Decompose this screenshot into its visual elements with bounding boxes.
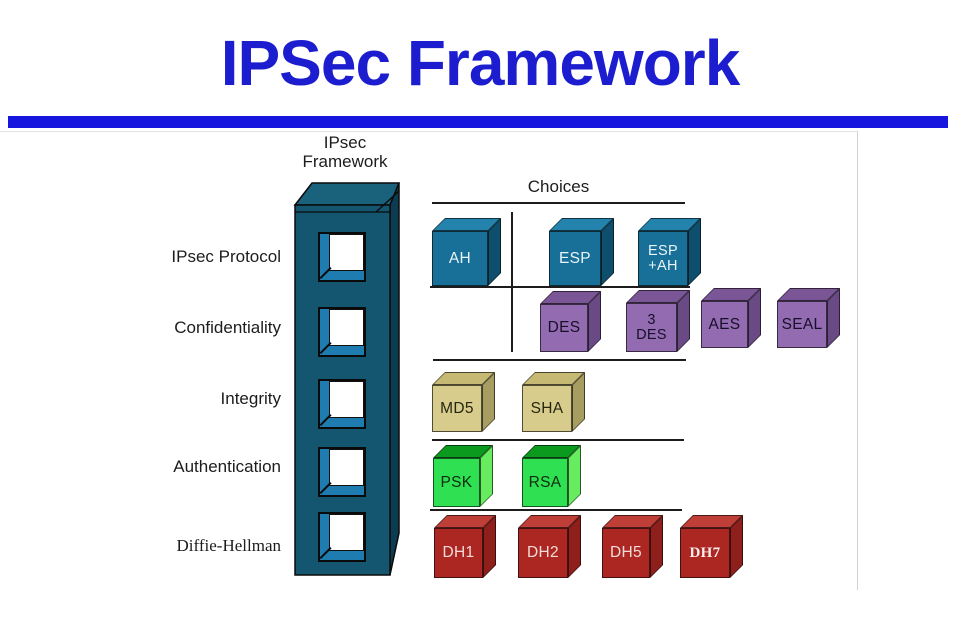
cube-des: DES — [540, 291, 601, 352]
cube-label: DES — [636, 326, 667, 343]
slot-hole — [329, 449, 364, 486]
figure-top-edge — [0, 131, 857, 132]
cube-front-face: MD5 — [432, 385, 482, 432]
row-label-ipsec-protocol: IPsec Protocol — [171, 247, 281, 266]
cube-side-face — [480, 445, 493, 507]
cube-label: +AH — [648, 257, 678, 274]
cube-front-face: ESP — [549, 231, 601, 286]
tower-slot-ipsec-protocol — [318, 232, 366, 282]
cube-front-face: DH7 — [680, 528, 730, 578]
cube-label: MD5 — [440, 399, 474, 417]
cube-front-face: PSK — [433, 458, 480, 507]
cube-front-face: DH1 — [434, 528, 483, 578]
cube-label: RSA — [528, 473, 562, 491]
cube-esp: ESP — [549, 218, 614, 286]
cube-sha: SHA — [522, 372, 585, 432]
slot-hole — [329, 381, 364, 418]
cube-label: DH1 — [442, 544, 475, 561]
cube-dh5: DH5 — [602, 515, 663, 578]
cube-ah: AH — [432, 218, 501, 286]
page-title: IPSec Framework — [220, 27, 741, 99]
cube-side-face — [568, 515, 581, 578]
divider-vertical — [511, 212, 513, 352]
divider-row4 — [430, 509, 682, 511]
cube-dh2: DH2 — [518, 515, 581, 578]
cube-label: PSK — [440, 473, 473, 491]
cube-label: DH5 — [610, 544, 642, 561]
cube-label: 3 — [647, 311, 656, 328]
cube-side-face — [677, 290, 690, 352]
divider-row3 — [432, 439, 684, 441]
slot-hole — [329, 234, 364, 271]
cube-dh1: DH1 — [434, 515, 496, 578]
cube-side-face — [588, 291, 601, 352]
tower-title-line2: Framework — [302, 152, 388, 171]
cube-psk: PSK — [433, 445, 493, 507]
figure-right-edge — [857, 131, 858, 590]
cube-label: ESP — [559, 249, 591, 267]
cube-side-face — [488, 218, 501, 286]
row-label-authentication: Authentication — [173, 457, 281, 476]
cube-front-face: AES — [701, 301, 748, 348]
cube-front-face: RSA — [522, 458, 568, 507]
cube-front-face: DH2 — [518, 528, 568, 578]
slot-hole — [329, 309, 364, 346]
cube-label: DH7 — [689, 545, 721, 561]
cube-front-face: 3 DES — [626, 303, 677, 352]
cube-rsa: RSA — [522, 445, 581, 507]
tower-title-line1: IPsec — [323, 133, 367, 152]
cube-aes: AES — [701, 288, 761, 348]
cube-front-face: SHA — [522, 385, 572, 432]
tower-slot-diffie-hellman — [318, 512, 366, 562]
cube-label: DH2 — [527, 544, 559, 561]
cube-side-face — [568, 445, 581, 507]
cube-side-face — [483, 515, 496, 578]
choices-heading: Choices — [527, 177, 590, 196]
cube-3des: 3 DES — [626, 290, 690, 352]
cube-esp-ah: ESP +AH — [638, 218, 701, 286]
cube-front-face: DES — [540, 304, 588, 352]
choices-underline — [432, 202, 685, 204]
cube-side-face — [688, 218, 701, 286]
cube-md5: MD5 — [432, 372, 495, 432]
cube-label: SEAL — [781, 315, 823, 333]
cube-label: DES — [547, 319, 581, 336]
row-label-diffie-hellman: Diffie-Hellman — [176, 536, 281, 555]
cube-seal: SEAL — [777, 288, 840, 348]
cube-dh7: DH7 — [680, 515, 743, 578]
cube-side-face — [601, 218, 614, 286]
cube-label: AES — [708, 315, 741, 333]
row-label-confidentiality: Confidentiality — [174, 318, 281, 337]
tower-title: IPsec Framework — [280, 133, 410, 171]
row-label-integrity: Integrity — [220, 389, 281, 408]
slot-hole — [329, 514, 364, 551]
divider-row2 — [433, 359, 686, 361]
title-divider — [8, 116, 948, 128]
cube-label: AH — [448, 249, 472, 267]
tower-slot-confidentiality — [318, 307, 366, 357]
cube-label: ESP — [648, 242, 678, 259]
cube-side-face — [730, 515, 743, 578]
cube-front-face: ESP +AH — [638, 231, 688, 286]
cube-front-face: DH5 — [602, 528, 650, 578]
cube-side-face — [650, 515, 663, 578]
cube-label: SHA — [530, 399, 564, 417]
tower-slot-integrity — [318, 379, 366, 429]
divider-row1 — [430, 286, 690, 288]
tower-slot-authentication — [318, 447, 366, 497]
cube-front-face: AH — [432, 231, 488, 286]
cube-front-face: SEAL — [777, 301, 827, 348]
